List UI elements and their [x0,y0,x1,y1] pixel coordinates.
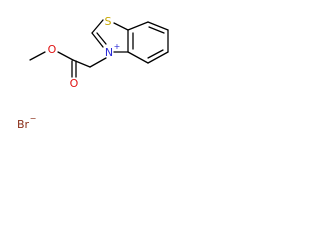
bond [147,51,169,64]
bond-lines [29,19,169,78]
carbonyl-oxygen-label: O [70,77,79,90]
bromide-label: Br [17,118,30,131]
bond [57,51,74,61]
bond [89,57,107,68]
nitrogen-atom-label: N [105,46,113,59]
chemical-structure-drawing: S N + O O Br − [17,15,169,131]
bond [147,21,169,31]
bond [127,21,149,31]
bond [113,22,129,31]
bond [91,19,104,34]
bond [96,32,107,45]
nitrogen-charge: + [114,42,121,51]
bond [148,26,165,34]
bond [29,51,46,61]
bond [127,51,149,64]
ester-oxygen-label: O [48,43,57,56]
bond [91,32,104,48]
bond [147,49,164,59]
bromide-charge: − [30,114,37,123]
sulfur-atom-label: S [105,15,112,28]
